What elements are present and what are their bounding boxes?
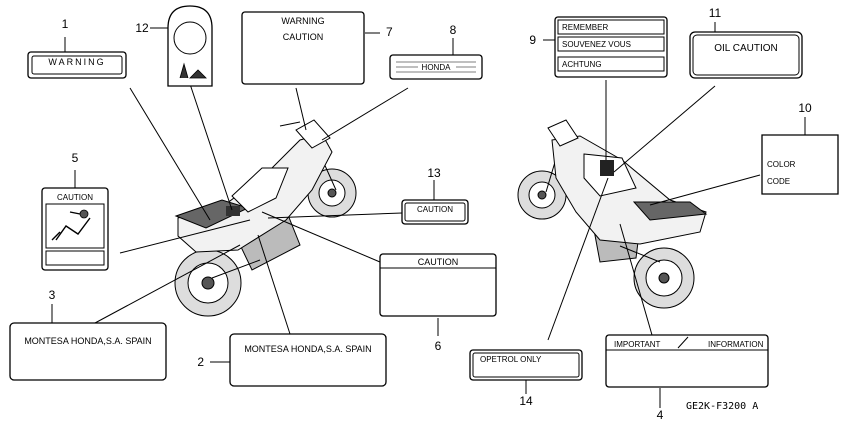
- label-9-row-3: ACHTUNG: [562, 60, 602, 69]
- label-3-montesa: 3 MONTESA HONDA,S.A. SPAIN: [9, 288, 167, 381]
- label-7-line2: CAUTION: [283, 32, 324, 42]
- mechanic-pictogram-icon: [51, 211, 91, 241]
- callout-number-4: 4: [657, 408, 664, 422]
- diagram-code: GE2K-F3200 A: [686, 401, 758, 412]
- label-11-oil-caution: 11 OIL CAUTION: [689, 6, 803, 79]
- label-9-row-2: SOUVENEZ VOUS: [562, 40, 631, 49]
- label-14-petrol-only: OPETROL ONLY 14: [469, 349, 583, 408]
- motorcycle-left-view: [174, 119, 357, 317]
- callout-number-7: 7: [386, 25, 393, 39]
- label-6-caution: CAUTION 6: [379, 253, 497, 353]
- label-10-line1: COLOR: [767, 160, 796, 169]
- callout-number-13: 13: [427, 166, 441, 180]
- label-13-caution: 13 CAUTION: [401, 166, 469, 225]
- label-1-text: WARNING: [48, 57, 105, 67]
- label-3-text: MONTESA HONDA,S.A. SPAIN: [24, 336, 151, 346]
- label-2-montesa: 2 MONTESA HONDA,S.A. SPAIN: [197, 333, 387, 387]
- callout-number-14: 14: [519, 394, 533, 408]
- callout-number-5: 5: [72, 151, 79, 165]
- callout-number-10: 10: [798, 101, 812, 115]
- label-8-text: HONDA: [422, 63, 452, 72]
- label-12-round-decal: 12: [135, 5, 213, 87]
- label-13-text: CAUTION: [417, 205, 453, 214]
- label-7-warning-caution: WARNING CAUTION 7: [241, 11, 393, 85]
- callout-number-3: 3: [49, 288, 56, 302]
- label-6-text: CAUTION: [418, 257, 459, 267]
- label-11-text: OIL CAUTION: [714, 43, 778, 54]
- callout-number-8: 8: [450, 23, 457, 37]
- label-5-text: CAUTION: [57, 193, 93, 202]
- callout-number-2: 2: [197, 355, 204, 369]
- callout-number-11: 11: [709, 6, 722, 20]
- callout-number-6: 6: [435, 339, 442, 353]
- label-10-color-code: 10 COLOR CODE: [761, 101, 839, 195]
- label-9-multilingual: 9 REMEMBER SOUVENEZ VOUS ACHTUNG: [529, 16, 668, 78]
- label-7-line1: WARNING: [281, 16, 324, 26]
- label-4-important-information: IMPORTANT INFORMATION 4: [605, 334, 769, 422]
- rider-icon: [179, 62, 207, 79]
- motorcycle-right-view: [517, 119, 708, 309]
- label-14-text: OPETROL ONLY: [480, 355, 542, 364]
- label-4-right-text: INFORMATION: [708, 340, 764, 349]
- label-8-honda: 8 HONDA: [389, 23, 483, 80]
- label-2-text: MONTESA HONDA,S.A. SPAIN: [244, 344, 371, 354]
- label-5-caution-pictogram: 5 CAUTION: [41, 151, 109, 271]
- label-4-left-text: IMPORTANT: [614, 340, 660, 349]
- callout-number-9: 9: [529, 33, 536, 47]
- label-9-row-1: REMEMBER: [562, 23, 608, 32]
- callout-number-1: 1: [62, 17, 69, 31]
- label-10-line2: CODE: [767, 177, 790, 186]
- callout-number-12: 12: [135, 21, 149, 35]
- label-1-warning: 1 WARNING: [27, 17, 127, 79]
- leader-lines: [51, 22, 806, 408]
